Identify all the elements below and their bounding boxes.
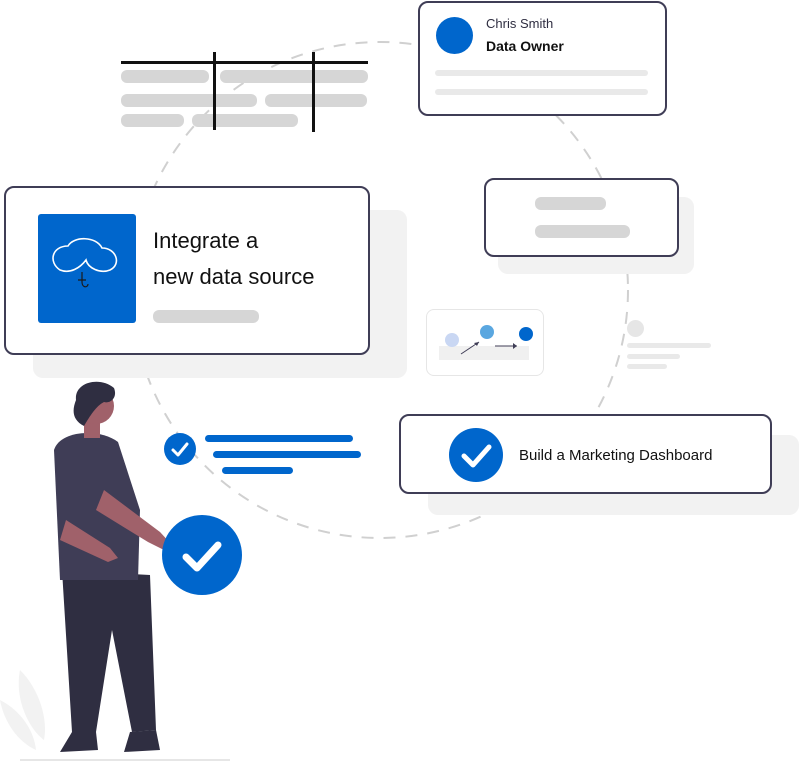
- integrate-card[interactable]: Integrate a new data source: [4, 186, 370, 355]
- integrate-line2: new data source: [153, 264, 315, 289]
- check-circle-icon: [162, 515, 242, 595]
- owner-card[interactable]: Chris Smith Data Owner: [418, 1, 667, 116]
- check-circle-icon: [449, 428, 503, 482]
- cloud-plug-icon: [38, 214, 136, 323]
- avatar: [436, 17, 473, 54]
- person-illustration: [0, 381, 230, 761]
- placeholder-card[interactable]: [484, 178, 679, 257]
- owner-role: Data Owner: [486, 38, 564, 54]
- flow-diagram-icon: [426, 309, 544, 376]
- dashboard-label: Build a Marketing Dashboard: [519, 447, 713, 464]
- table-header-line: [121, 61, 368, 64]
- table-column-line: [213, 52, 216, 130]
- table-column-line: [312, 52, 315, 132]
- integrate-line1: Integrate a: [153, 228, 259, 253]
- check-circle-icon: [164, 433, 196, 465]
- owner-name: Chris Smith: [486, 16, 554, 31]
- dashboard-card[interactable]: Build a Marketing Dashboard: [399, 414, 772, 494]
